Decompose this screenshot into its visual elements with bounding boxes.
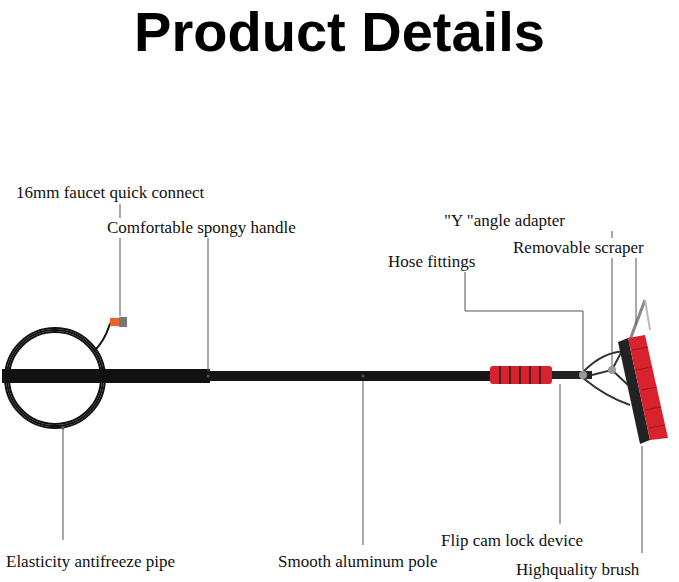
- part-label: 16mm faucet quick connect: [15, 183, 205, 203]
- part-label: Flip cam lock device: [440, 531, 584, 551]
- part-label: Highquality brush: [515, 560, 640, 580]
- part-label: Removable scraper: [512, 238, 645, 258]
- part-label: Comfortable spongy handle: [106, 218, 297, 238]
- part-label: "Y "angle adapter: [443, 211, 566, 231]
- page-title: Product Details: [0, 0, 679, 64]
- part-label: Hose fittings: [387, 252, 476, 272]
- part-label: Elasticity antifreeze pipe: [5, 552, 176, 572]
- part-label: Smooth aluminum pole: [277, 552, 439, 572]
